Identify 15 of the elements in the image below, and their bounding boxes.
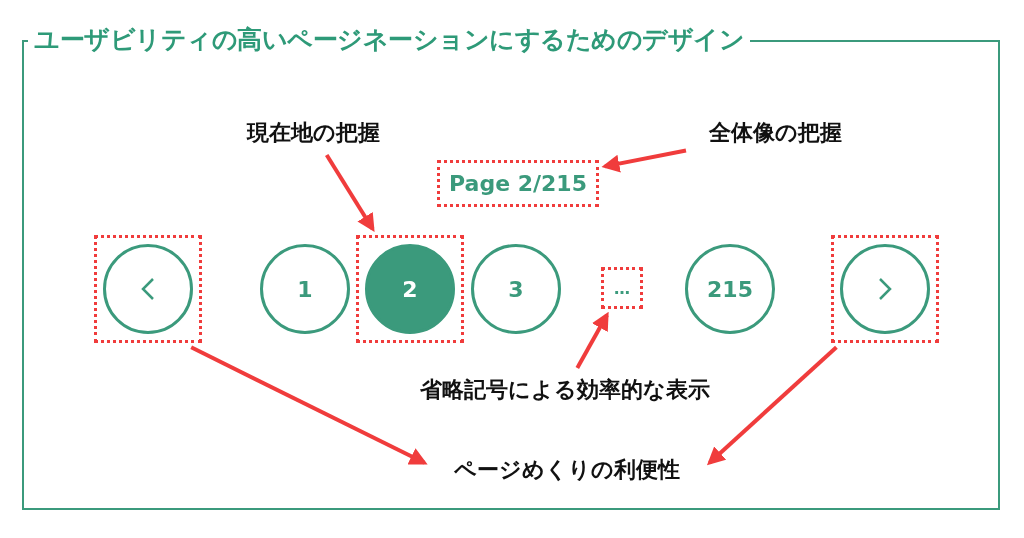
page-number-button: 3 — [471, 244, 561, 334]
arrow — [324, 153, 375, 233]
annotation-label: 全体像の把握 — [690, 115, 860, 151]
page-indicator: Page 2/215 — [437, 160, 599, 207]
ellipsis-mark: … — [601, 267, 643, 309]
page-number-button: 1 — [260, 244, 350, 334]
arrow — [190, 345, 428, 465]
annotation-label: ページめくりの利便性 — [412, 452, 722, 488]
arrow — [601, 148, 687, 173]
annotation-label: 省略記号による効率的な表示 — [380, 372, 750, 408]
annotation-label: 現在地の把握 — [228, 115, 398, 151]
page-number-button: 215 — [685, 244, 775, 334]
current-page-button: 2 — [365, 244, 455, 334]
arrow — [706, 345, 838, 466]
arrow — [575, 311, 609, 369]
